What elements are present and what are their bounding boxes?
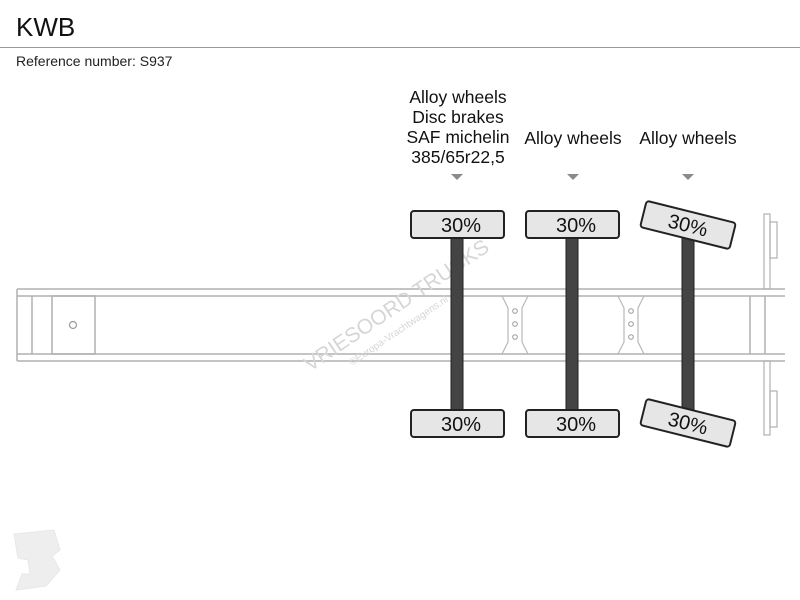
- tyre-bottom: 30%: [525, 409, 620, 438]
- axle-2: 30% 30%: [525, 210, 620, 438]
- header-divider: [0, 47, 800, 48]
- triangle-down-icon: [682, 174, 694, 180]
- tyre-wear-label: 30%: [441, 215, 481, 237]
- triangle-down-icon: [567, 174, 579, 180]
- cross-member: [617, 295, 645, 355]
- axle-1-spec-line: SAF michelin: [406, 127, 510, 147]
- cross-member-hole: [628, 321, 634, 327]
- tyre-bottom: 30%: [410, 409, 505, 438]
- reference-number: Reference number: S937: [16, 53, 173, 69]
- axle-1-specs: Alloy wheels Disc brakes SAF michelin 38…: [393, 87, 523, 167]
- tyre-top: 30%: [639, 200, 737, 250]
- axle-1-spec-line: 385/65r22,5: [411, 147, 505, 167]
- triangle-down-icon: [451, 174, 463, 180]
- tyre-wear-label: 30%: [441, 414, 481, 436]
- cross-member-hole: [628, 308, 634, 314]
- cross-member-hole: [512, 334, 518, 340]
- watermark-brand: VRIESOORD TRUCKS: [300, 235, 493, 376]
- chassis-frame: [16, 288, 785, 362]
- page-title: KWB: [16, 12, 76, 42]
- axle-2-specs: Alloy wheels: [508, 128, 638, 148]
- cross-member: [501, 295, 529, 355]
- tyre-top: 30%: [525, 210, 620, 239]
- axle-1-spec-line: Alloy wheels: [409, 87, 507, 107]
- kingpin-circle: [68, 320, 78, 330]
- europa-logo-icon: [13, 529, 61, 591]
- axle-3-specs: Alloy wheels: [623, 128, 753, 148]
- rear-bumper: [763, 213, 778, 436]
- axle-1-spec-line: Disc brakes: [412, 107, 504, 127]
- tyre-wear-label: 30%: [556, 215, 596, 237]
- cross-member-hole: [512, 308, 518, 314]
- axle-3-steering: 30% 30%: [639, 200, 737, 448]
- axle-1: 30% 30%: [410, 210, 505, 438]
- axle-3-spec-line: Alloy wheels: [639, 128, 737, 148]
- cross-member-hole: [512, 321, 518, 327]
- cross-member-hole: [628, 334, 634, 340]
- axle-2-spec-line: Alloy wheels: [524, 128, 622, 148]
- tyre-top: 30%: [410, 210, 505, 239]
- tyre-wear-label: 30%: [556, 414, 596, 436]
